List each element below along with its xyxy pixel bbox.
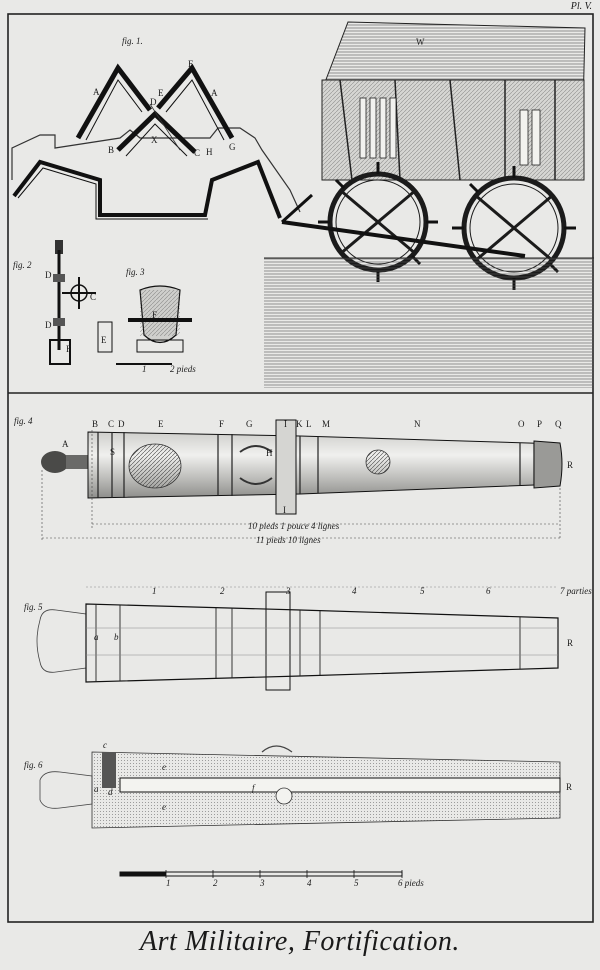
fig4-letter-r: R <box>567 460 573 470</box>
fig1-letter-c: C <box>194 148 200 158</box>
fig4-letter-q: Q <box>555 419 562 429</box>
fig5-cannon-outline: fig. 5 1 2 3 4 5 6 7 parties a b <box>24 586 592 691</box>
fig2-letter-f: F <box>66 344 71 354</box>
scale-tick-4: 4 <box>307 878 312 888</box>
plate-frame <box>7 13 594 923</box>
fig1-letter-b: B <box>108 145 114 155</box>
fig4-letter-p: P <box>537 419 542 429</box>
fig6-letter-c: c <box>103 740 107 750</box>
fig4-letter-b: B <box>92 419 98 429</box>
fig4-letter-a: A <box>62 439 69 449</box>
fig3-scale-mark: 1 <box>142 364 147 374</box>
fig5-part-6: 6 <box>486 586 491 596</box>
fig5-label: fig. 5 <box>24 602 43 612</box>
fig1-fortification-plan: fig. 1. A F E D A X B C H G <box>11 36 301 220</box>
plate-caption: Art Militaire, Fortification. <box>140 926 460 957</box>
fig4-letter-c: C <box>108 419 114 429</box>
fig3-letter-f: F <box>152 310 157 320</box>
fig4-letter-o: O <box>518 419 525 429</box>
fig1-letter-h: H <box>206 147 213 157</box>
fig1-label: fig. 1. <box>122 36 143 46</box>
fig4-cannon: fig. 4 A B <box>14 416 573 545</box>
fig4-label: fig. 4 <box>14 416 33 426</box>
fig4-dimension-2: 11 pieds 10 lignes <box>256 535 321 545</box>
scale-bar: 1 2 3 4 5 6 pieds <box>119 870 424 888</box>
fig3-scale-label: 2 pieds <box>170 364 196 374</box>
fig4-letter-g: G <box>246 419 253 429</box>
fig4-letter-d: D <box>118 419 125 429</box>
fig4-dimension-1: 10 pieds 1 pouce 4 lignes <box>248 521 340 531</box>
fig4-letter-s: S <box>110 447 115 457</box>
fig2-label: fig. 2 <box>13 260 32 270</box>
fig6-letter-r: R <box>566 782 572 792</box>
fig1-letter-x: X <box>151 135 158 145</box>
fig4-letter-l: L <box>306 419 312 429</box>
fig5-part-5: 5 <box>420 586 425 596</box>
scale-tick-2: 2 <box>213 878 218 888</box>
fig4-letter-k: K <box>296 419 303 429</box>
fig4-letter-m: M <box>322 419 330 429</box>
fig5-part-7: 7 parties <box>560 586 592 596</box>
fig3-mortar: fig. 3 E F 1 2 pieds <box>97 267 196 374</box>
fig6-letter-f: f <box>252 783 256 793</box>
fig2-letter-d-bottom: D <box>45 320 52 330</box>
fig1-letter-e: E <box>158 88 164 98</box>
fig6-letter-e-bottom: e <box>162 802 166 812</box>
fig5-part-3: 3 <box>285 586 291 596</box>
fig1-letter-a-right: A <box>211 88 218 98</box>
fig5-part-1: 1 <box>152 586 157 596</box>
fig4-letter-e: E <box>158 419 164 429</box>
fig5-letter-r: R <box>567 638 573 648</box>
scale-tick-3: 3 <box>259 878 265 888</box>
fig2-letter-d-top: D <box>45 270 52 280</box>
fig3-letter-e: E <box>101 335 107 345</box>
fig1-letter-f: F <box>188 59 193 69</box>
fig2-letter-c: C <box>90 292 96 302</box>
plate-number: Pl. V. <box>570 1 592 12</box>
scale-end-label: 6 pieds <box>398 878 424 888</box>
fig1-letter-d: D <box>150 97 157 107</box>
fig5-part-4: 4 <box>352 586 357 596</box>
powder-mill-illustration: W <box>264 21 594 388</box>
fig6-letter-d: d <box>108 787 113 797</box>
fig6-letter-e-top: e <box>162 762 166 772</box>
fig6-cannon-section: fig. 6 c a d e f e R <box>24 740 572 829</box>
fig5-part-2: 2 <box>220 586 225 596</box>
fig5-letter-b: b <box>114 632 119 642</box>
fig4-letter-h: H <box>266 448 273 458</box>
fig5-letter-a: a <box>94 632 99 642</box>
scale-tick-5: 5 <box>354 878 359 888</box>
fig4-letter-f: F <box>219 419 224 429</box>
scale-tick-1: 1 <box>166 878 171 888</box>
mill-letter-w: W <box>416 37 425 47</box>
fig6-letter-a: a <box>94 784 99 794</box>
fig3-label: fig. 3 <box>126 267 145 277</box>
fig6-label: fig. 6 <box>24 760 43 770</box>
fig4-letter-i-bottom: I <box>283 505 286 515</box>
fig4-letter-i: I <box>284 419 287 429</box>
fig4-letter-n: N <box>414 419 421 429</box>
fig1-letter-g: G <box>229 142 236 152</box>
fig1-letter-a-left: A <box>93 87 100 97</box>
fig2-spindle: fig. 2 D D C F <box>13 240 96 365</box>
